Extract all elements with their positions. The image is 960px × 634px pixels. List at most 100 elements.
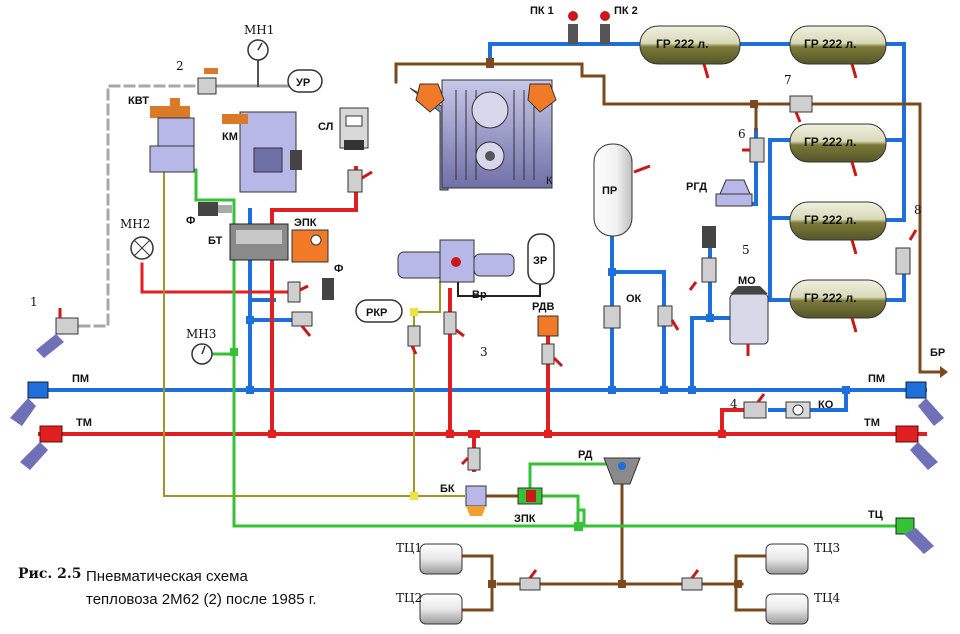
tank-4-label: ГР 222 л. — [804, 213, 856, 227]
olive-line-b — [413, 281, 441, 313]
valve-1[interactable]: 1 — [30, 295, 79, 358]
vr-label: Вр — [472, 289, 487, 301]
tank-2-label: ГР 222 л. — [804, 37, 856, 51]
tank-1-label: ГР 222 л. — [656, 37, 708, 51]
rdv-device: РДВ — [532, 301, 559, 337]
mo-separator: МО — [729, 275, 769, 356]
vr-valve: Вр — [397, 239, 515, 301]
tc-end-cock[interactable]: ТЦ — [868, 509, 934, 554]
cock-rdv[interactable] — [541, 343, 564, 368]
pr-label: ПР — [602, 185, 617, 197]
tank-5-label: ГР 222 л. — [804, 291, 856, 305]
ok-label: ОК — [626, 293, 642, 305]
valve-3-number: 3 — [480, 345, 488, 359]
tc2-cylinder: ТЦ2 — [396, 591, 463, 625]
tank-3-label: ГР 222 л. — [804, 135, 856, 149]
figure-caption-line2: тепловоза 2М62 (2) после 1985 г. — [86, 591, 317, 608]
tm-right-end-cock[interactable]: ТМ — [864, 417, 938, 470]
pm-branch-pr2 — [610, 270, 666, 392]
mn2-label: МН2 — [120, 217, 150, 231]
bk-valve: БК — [440, 483, 487, 516]
epk-label: ЭПК — [294, 217, 317, 229]
tank-4: ГР 222 л. — [789, 201, 887, 255]
valve-8[interactable]: 8 — [895, 203, 922, 275]
figure-number: Рис. 2.5 — [18, 566, 82, 582]
bt-label: БТ — [208, 235, 223, 247]
bt-block: БТ — [208, 223, 289, 261]
tc2-label: ТЦ2 — [396, 591, 422, 605]
sl-label: СЛ — [318, 121, 333, 133]
zpk-valve: ЗПК — [514, 487, 543, 525]
ko-valve: КО — [785, 399, 834, 419]
valve-7[interactable]: 7 — [784, 73, 813, 123]
tm-left-label: ТМ — [76, 417, 92, 429]
sl-cock[interactable] — [347, 169, 373, 193]
km-valve[interactable]: КМ — [222, 111, 302, 193]
pm-left-end-cock[interactable]: ПМ — [10, 373, 89, 426]
cock-pr[interactable] — [657, 305, 680, 331]
cock-bt-a[interactable] — [287, 281, 309, 303]
tank-1: ГР 222 л. — [639, 25, 741, 79]
km-label: КМ — [222, 131, 238, 143]
ko-label: КО — [818, 399, 834, 411]
rgd-label: РГД — [686, 181, 707, 193]
mn2-gauge: МН2 — [120, 217, 154, 260]
ur-reservoir: УР — [287, 69, 323, 93]
tc4-cylinder: ТЦ4 — [765, 591, 840, 625]
tank-5: ГР 222 л. — [789, 279, 887, 333]
epk-valve: ЭПК — [291, 217, 329, 263]
valve-7-number: 7 — [784, 73, 792, 87]
cock-rkr[interactable] — [407, 325, 421, 355]
rkr-label: РКР — [366, 307, 387, 319]
tc3-label: ТЦ3 — [814, 541, 840, 555]
pk1-valve: ПК 1 — [530, 5, 578, 44]
pr-reservoir: ПР — [593, 143, 651, 237]
tc-label: ТЦ — [868, 509, 883, 521]
valve-6-number: 6 — [738, 127, 746, 141]
valve-2[interactable]: 2 — [176, 59, 218, 95]
zr-label: ЗР — [533, 255, 547, 267]
tc-cock-right[interactable] — [681, 569, 703, 591]
tc-cock-left[interactable] — [519, 569, 541, 591]
mn3-gauge: МН3 — [186, 327, 216, 365]
mn1-label: МН1 — [244, 23, 274, 37]
tank-link-b — [884, 138, 906, 222]
dashed-control-line — [78, 84, 202, 328]
pm-right-label: ПМ — [868, 373, 885, 385]
brown-tc-left — [460, 554, 494, 612]
valve-5[interactable]: 5 — [688, 243, 750, 291]
tc4-label: ТЦ4 — [814, 591, 840, 605]
rgd-device: РГД — [686, 179, 753, 207]
valve-4[interactable]: 4 — [730, 393, 767, 419]
tc3-cylinder: ТЦ3 — [765, 541, 840, 575]
cock-bk[interactable] — [460, 447, 481, 471]
tc1-label: ТЦ1 — [396, 541, 422, 555]
valve-2-number: 2 — [176, 59, 184, 73]
tc1-cylinder: ТЦ1 — [396, 541, 463, 575]
mo-label: МО — [738, 275, 756, 287]
tm-right-label: ТМ — [864, 417, 880, 429]
zr-reservoir: ЗР — [527, 233, 555, 285]
pm-right-end-cock[interactable]: ПМ — [868, 373, 944, 426]
br-label-group: БР — [930, 347, 948, 378]
figure-caption-line1: Пневматическая схема — [86, 568, 248, 585]
rkr-device: РКР — [355, 299, 403, 323]
green-zpk2 — [542, 494, 580, 528]
rd-label: РД — [578, 449, 593, 461]
filter-left-label: Ф — [186, 215, 195, 227]
tm-left-end-cock[interactable]: ТМ — [20, 417, 92, 470]
rdv-label: РДВ — [532, 301, 554, 313]
valve-5-number: 5 — [742, 243, 750, 257]
mn1-gauge: МН1 — [244, 23, 274, 61]
kvt-valve[interactable]: КВТ — [128, 95, 195, 173]
cock-bt-b[interactable] — [291, 311, 313, 337]
junctions — [230, 100, 850, 588]
kvt-label: КВТ — [128, 95, 149, 107]
valve-4-number: 4 — [730, 397, 738, 411]
valve-8-number: 8 — [914, 203, 922, 217]
compressor-label: К — [546, 175, 553, 187]
valve-6[interactable]: 6 — [738, 127, 765, 163]
rd-relay: РД — [578, 449, 641, 485]
valve-3[interactable]: 3 — [443, 311, 488, 359]
